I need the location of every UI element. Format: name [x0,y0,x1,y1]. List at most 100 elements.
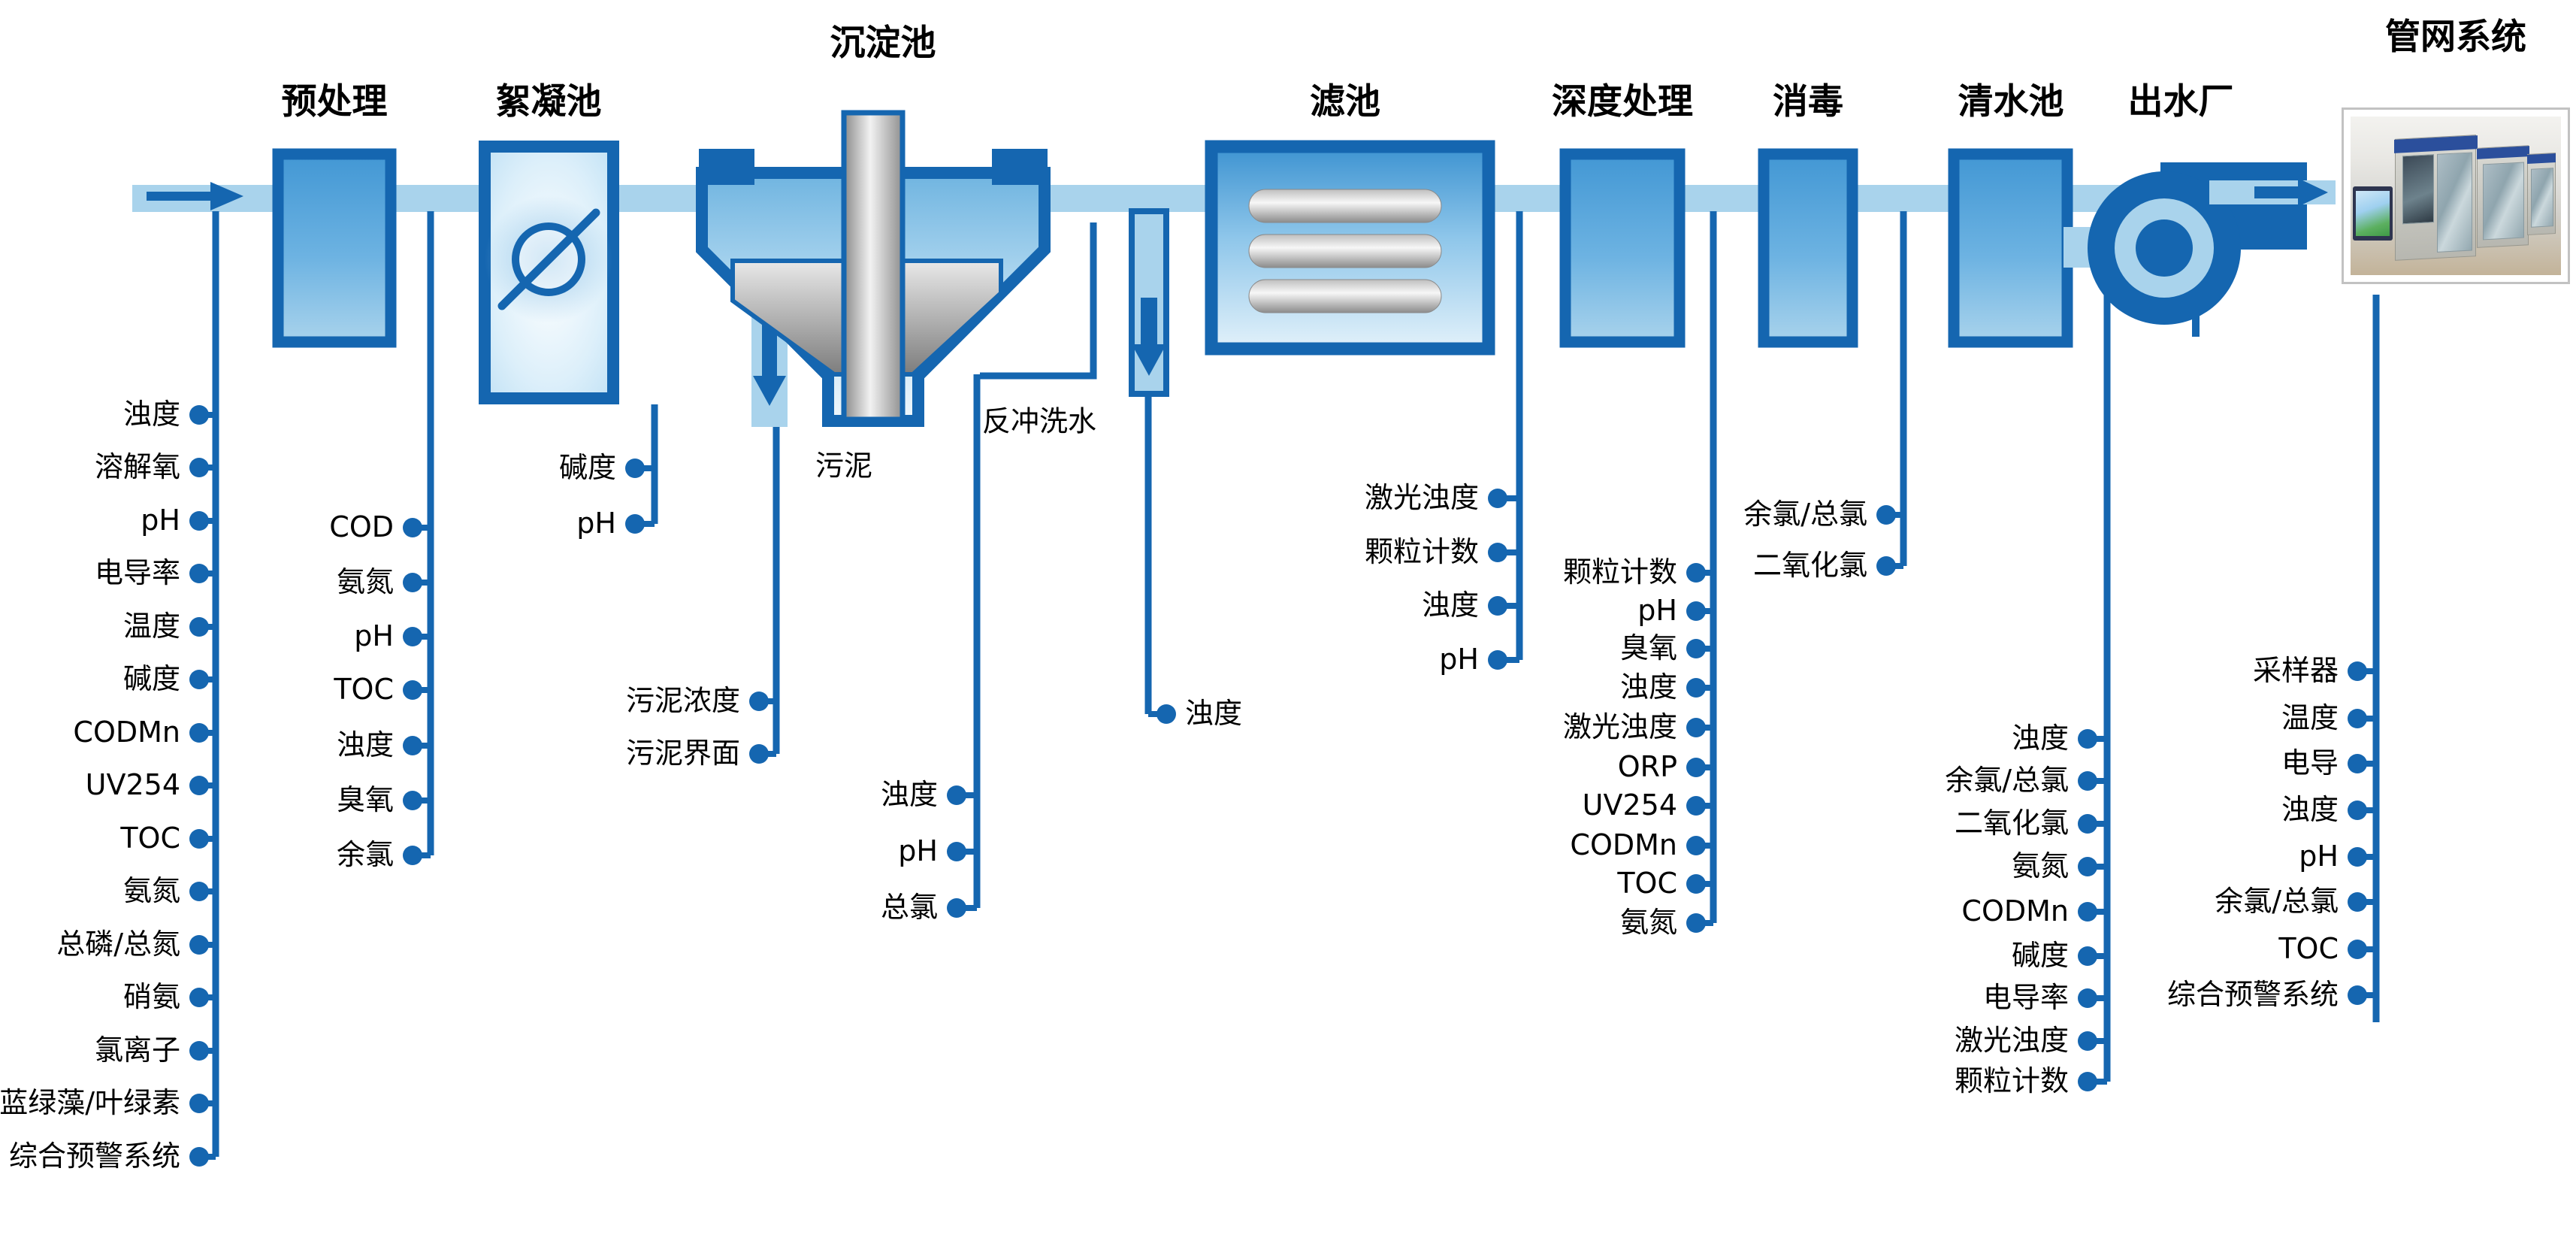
param-label: pH [1439,643,1479,676]
sensor-dot [189,1147,209,1167]
sensor-dot [625,459,645,478]
sensor-dot [2348,754,2367,773]
mixer-icon [497,208,600,310]
param-label: 浊度 [1619,670,1677,704]
cabinet-top-band [2527,153,2556,164]
sensor-dot [1488,650,1507,670]
sensor-dot [749,744,769,764]
stage-title: 深度处理 [1552,81,1693,123]
param-label: CODMn [1961,894,2069,928]
param-label: 余氯/总氯 [1743,498,1867,531]
cabinet-panel [2402,154,2434,225]
sensor-dot [189,988,209,1007]
param-label: 采样器 [2252,654,2339,688]
param-label: pH [141,504,180,537]
param-label: 氨氮 [122,874,180,908]
cabinet [2476,145,2529,248]
sensor-dot [1686,718,1706,737]
sensor-dot [1488,596,1507,616]
sensor-dot [1686,758,1706,777]
sensor-dot [189,1094,209,1113]
param-label: 颗粒计数 [1562,555,1677,589]
sensor-dot [1876,556,1896,576]
cabinet-glass-door [2531,167,2554,228]
param-label: 浊度 [1185,697,1243,731]
param-label: 浊度 [336,728,394,762]
param-label: 浊度 [2011,722,2069,755]
param-label: ORP [1617,750,1677,784]
param-label: 颗粒计数 [1954,1064,2069,1098]
sensor-dot [403,573,422,592]
sensor-dot [189,882,209,901]
param-label: UV254 [1582,788,1677,822]
param-label: 浊度 [122,398,180,431]
param-label: pH [2299,840,2339,873]
sensor-dot [189,458,209,477]
sensor-dot [189,776,209,795]
sensor-dot [403,518,422,537]
sensor-dot [2078,771,2097,791]
sensor-dot [947,898,966,918]
sensor-dot [189,564,209,583]
param-label: CODMn [1570,828,1677,862]
sensor-dot [1686,639,1706,658]
param-label: 氨氮 [2011,849,2069,883]
sensor-dot [2348,801,2367,820]
cabinet [2527,152,2556,235]
stage-title: 预处理 [281,81,388,123]
filter-tank [1205,140,1495,356]
pump-icon [2064,162,2336,325]
sensor-dot [1686,796,1706,816]
sensor-dot [1686,913,1706,933]
sensor-dot [1686,874,1706,894]
cabinet-top-band [2476,146,2529,160]
cabinet [2393,135,2478,262]
param-label: pH [354,619,394,653]
sensor-dot [2348,661,2367,681]
sensor-dot [1686,563,1706,583]
pipe-network-photo [2342,107,2570,284]
sensor-dot [2078,946,2097,966]
param-label: 硝氨 [122,980,180,1014]
sensor-dot [189,405,209,425]
sensor-dot [189,935,209,955]
filter-plate [1248,279,1442,313]
param-label: 浊度 [1421,589,1479,622]
param-label: 臭氧 [336,783,394,817]
sensor-dot [189,723,209,743]
param-label: 二氧化氯 [1752,549,1867,583]
sensor-dot [1686,678,1706,698]
sensor-dot [2078,857,2097,876]
stage-title: 消毒 [1773,81,1843,123]
flow-arrow-icon [147,182,243,210]
param-label: 碱度 [2011,939,2069,973]
advanced-treatment-tank [1559,148,1686,348]
sensor-dot [189,670,209,689]
stage-title: 管网系统 [2385,17,2526,58]
sensor-dot [1488,543,1507,562]
param-label: 温度 [2281,701,2339,735]
sensor-dot [2348,847,2367,867]
param-label: 浊度 [880,778,938,812]
param-label: 总磷/总氮 [56,928,180,961]
param-label: 污泥浓度 [625,684,740,718]
effluent-sample-line [980,222,1097,380]
filter-plate [1248,189,1442,223]
sensor-dot [625,514,645,534]
param-label: 激光浊度 [1364,481,1479,515]
sensor-dot [2078,988,2097,1008]
backwash-pipe [1129,208,1169,397]
sensor-dot [189,829,209,849]
param-label: pH [898,834,938,868]
sludge-label: 污泥 [815,449,873,483]
sensor-dot [189,617,209,637]
param-label: 蓝绿藻/叶绿素 [0,1086,180,1120]
sensor-dot [1686,836,1706,855]
sensor-dot [1876,505,1896,525]
sensor-dot [403,736,422,755]
param-label: pH [576,507,616,540]
param-label: 污泥界面 [625,737,740,770]
param-label: 二氧化氯 [1954,807,2069,840]
param-label: 余氯 [336,838,394,872]
